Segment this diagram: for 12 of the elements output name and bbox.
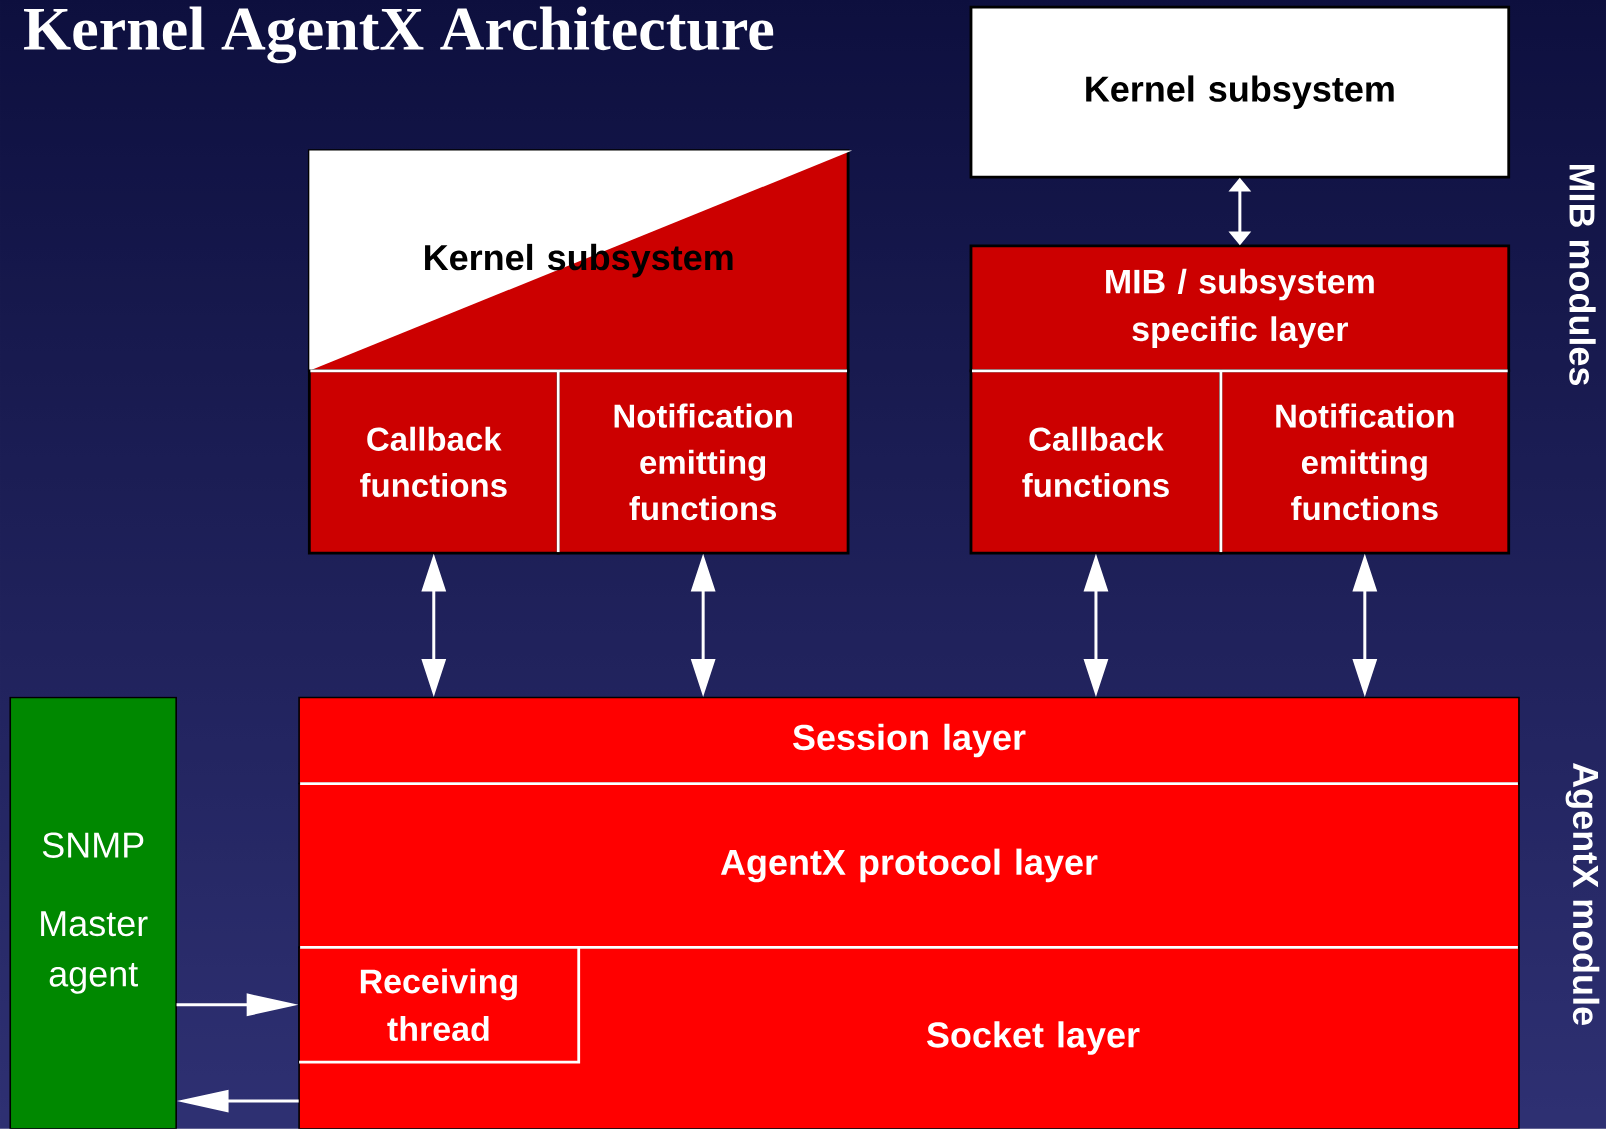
function-box: Callback functions xyxy=(307,369,560,555)
layer-box: Session layer xyxy=(298,696,1520,785)
layer-box: MIB / subsystem specific layer xyxy=(969,244,1511,373)
title: Kernel AgentX Architecture xyxy=(24,6,774,64)
thread-box: Receiving thread xyxy=(298,946,581,1064)
subsystem-box: Kernel subsystem xyxy=(969,5,1511,179)
side-label: AgentX module xyxy=(1565,763,1600,1026)
agent-box: SNMP Master agent xyxy=(9,696,177,1129)
side-label: MIB modules xyxy=(1569,165,1596,386)
function-box: Callback functions xyxy=(969,369,1223,555)
function-box: Notification emitting functions xyxy=(556,369,850,555)
function-box: Notification emitting functions xyxy=(1219,369,1511,555)
